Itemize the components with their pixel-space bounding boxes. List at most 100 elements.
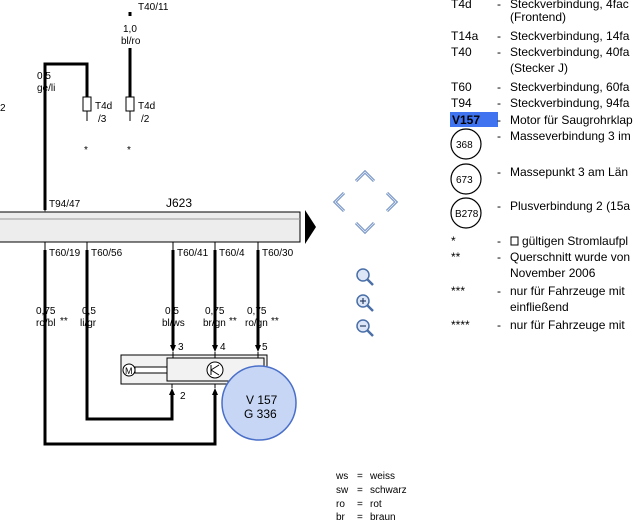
legend-text-7: Motor für Saugrohrklap (510, 113, 633, 127)
ecu-pin-3: T60/41 (177, 248, 209, 259)
wire-mid-color: bl/ro (121, 36, 141, 47)
conn-a-pin: /3 (98, 114, 107, 125)
legend-code-11: * (451, 234, 456, 248)
legend-dash-9: - (497, 165, 501, 179)
legend-dash-14: - (497, 284, 501, 298)
legend-dash-5: - (497, 80, 501, 94)
wire-4-color: br/gn (203, 318, 226, 329)
legend-code-16: **** (451, 318, 470, 332)
component-callout[interactable] (221, 365, 297, 441)
zoom-icon[interactable] (356, 268, 374, 286)
expand-arrow-icon[interactable] (305, 210, 316, 244)
legend-circle-b278: B278 (450, 197, 482, 229)
cc-eq-2: = (357, 499, 363, 510)
legend-text-15: einfließend (510, 300, 569, 314)
ecu-pin-5: T60/30 (262, 248, 294, 259)
legend-dash-16: - (497, 318, 501, 332)
star-a: * (84, 145, 88, 156)
legend-dash-7: - (497, 113, 501, 127)
callout-line2: G 336 (244, 407, 277, 421)
cc-abbr-1: sw (336, 485, 349, 496)
legend-text-14: nur für Fahrzeuge mit (510, 284, 625, 298)
cc-eq-0: = (357, 471, 363, 482)
legend-code-10: B278 (455, 209, 479, 220)
connector-t4d-3: T4d /3 * (82, 96, 112, 156)
legend-text-16: nur für Fahrzeuge mit (510, 318, 625, 332)
cc-name-2: rot (370, 499, 382, 510)
pan-right-icon[interactable] (385, 191, 399, 213)
conn-a-name: T4d (95, 101, 112, 112)
ecu-pin-4: T60/4 (219, 248, 245, 259)
legend-code-2: T14a (451, 29, 479, 43)
legend-text-0: Steckverbindung, 4fac (510, 0, 629, 11)
star-b: * (127, 145, 131, 156)
wire-3-color: bl/ws (162, 318, 185, 329)
ecu-pin-top: T94/47 (49, 199, 81, 210)
cc-name-0: weiss (369, 471, 395, 482)
legend-dash-11: - (497, 234, 501, 248)
legend-code-14: *** (451, 284, 465, 298)
legend-dash-10: - (497, 199, 501, 213)
ecu-pin-stubs (44, 242, 259, 250)
legend-code-9: 673 (456, 175, 473, 186)
left-edge-digit: 2 (0, 103, 6, 114)
legend-code-7: V157 (452, 113, 480, 127)
pan-left-icon[interactable] (332, 191, 346, 213)
wire-1-color: ro/bl (36, 318, 55, 329)
wire-4-note: ** (229, 316, 237, 327)
legend-text-8: Masseverbindung 3 im (510, 129, 631, 143)
cc-eq-3: = (357, 512, 363, 520)
wire-mid-size: 1,0 (123, 24, 137, 35)
legend: T4d - Steckverbindung, 4fac (Frontend) T… (450, 0, 633, 332)
legend-code-12: ** (451, 250, 461, 264)
legend-dash-0: - (497, 0, 501, 11)
legend-text-3: Steckverbindung, 40fa (510, 45, 630, 59)
wire-5-note: ** (271, 316, 279, 327)
legend-dash-8: - (497, 129, 501, 143)
legend-box-icon (510, 236, 519, 246)
zoom-out-icon[interactable] (356, 319, 374, 337)
zoom-in-icon[interactable] (356, 294, 374, 312)
connector-t4d-2: T4d /2 * (125, 96, 155, 156)
legend-dash-6: - (497, 96, 501, 110)
legend-text-5: Steckverbindung, 60fa (510, 80, 630, 94)
ecu-pin-2: T60/56 (91, 248, 123, 259)
wire-left (43, 62, 89, 200)
cc-eq-1: = (357, 485, 363, 496)
wire-2-size: 0,5 (82, 306, 96, 317)
wire-5-color: ro/gn (245, 318, 268, 329)
cc-name-3: braun (370, 512, 396, 520)
legend-dash-3: - (497, 45, 501, 59)
comp-pin-5: 5 (262, 342, 268, 353)
legend-highlight (450, 112, 498, 127)
wire-3-size: 0,5 (165, 306, 179, 317)
legend-code-3: T40 (451, 45, 472, 59)
legend-code-5: T60 (451, 80, 472, 94)
motor-glyph: M (125, 366, 133, 376)
legend-circle-368: 368 (450, 128, 482, 160)
wire-4-size: 0,75 (205, 306, 225, 317)
conn-b-name: T4d (138, 101, 155, 112)
ecu-j623: T94/47 J623 (0, 196, 301, 243)
legend-text-11: gültigen Stromlaufpl (522, 234, 628, 248)
pan-up-icon[interactable] (354, 169, 376, 183)
conn-b-pin: /2 (141, 114, 150, 125)
transistor-icon (206, 361, 224, 379)
comp-pin-4: 4 (220, 342, 226, 353)
component-pin-arrows (169, 345, 261, 395)
legend-text-1: (Frontend) (510, 10, 566, 24)
legend-text-6: Steckverbindung, 94fa (510, 96, 630, 110)
wire-2-color: li/gr (80, 318, 97, 329)
legend-text-10: Plusverbindung 2 (15a (510, 199, 630, 213)
wire-runs (43, 250, 260, 446)
legend-text-9: Massepunkt 3 am Län (510, 165, 628, 179)
legend-text-12: Querschnitt wurde von (510, 250, 630, 264)
legend-code-0: T4d (451, 0, 472, 11)
cc-name-1: schwarz (370, 485, 407, 496)
pan-down-icon[interactable] (354, 221, 376, 235)
wire-5-size: 0,75 (247, 306, 267, 317)
cc-abbr-3: br (336, 512, 346, 520)
cc-abbr-0: ws (335, 471, 348, 482)
legend-dash-12: - (497, 250, 501, 264)
legend-text-13: November 2006 (510, 266, 596, 280)
